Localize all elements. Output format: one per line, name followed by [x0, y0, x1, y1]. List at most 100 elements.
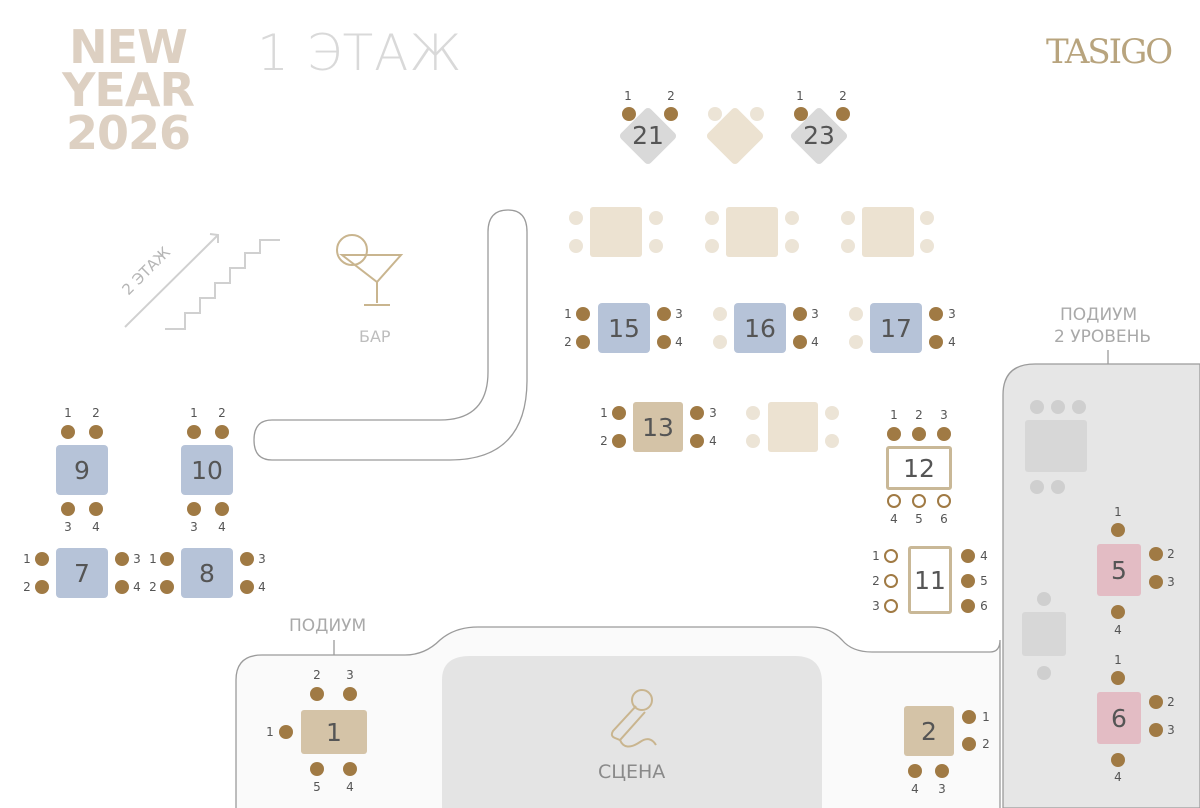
- seat[interactable]: [884, 549, 898, 563]
- seat[interactable]: [310, 762, 324, 776]
- table-unnumbered[interactable]: [768, 402, 818, 452]
- podium-label: ПОДИУМ: [289, 616, 367, 636]
- seat[interactable]: [35, 580, 49, 594]
- table-1[interactable]: 1: [301, 710, 367, 754]
- seat[interactable]: [908, 764, 922, 778]
- seat[interactable]: [690, 434, 704, 448]
- seat[interactable]: [884, 574, 898, 588]
- seat[interactable]: [160, 552, 174, 566]
- seat-number: 1: [600, 406, 608, 420]
- table-unnumbered[interactable]: [862, 207, 914, 257]
- seat[interactable]: [240, 552, 254, 566]
- table-unnumbered[interactable]: [726, 207, 778, 257]
- seat-number: 4: [911, 782, 919, 796]
- seat[interactable]: [612, 434, 626, 448]
- seat: [649, 239, 663, 253]
- table-13[interactable]: 13: [633, 402, 683, 452]
- table-11[interactable]: 11: [908, 546, 952, 614]
- seat[interactable]: [793, 307, 807, 321]
- seat[interactable]: [115, 552, 129, 566]
- seat[interactable]: [1149, 695, 1163, 709]
- seat-number: 2: [218, 406, 226, 420]
- seat[interactable]: [310, 687, 324, 701]
- seat[interactable]: [657, 307, 671, 321]
- seat[interactable]: [187, 425, 201, 439]
- seat[interactable]: [664, 107, 678, 121]
- seat[interactable]: [343, 687, 357, 701]
- seat[interactable]: [612, 406, 626, 420]
- seat-number: 4: [709, 434, 717, 448]
- seat[interactable]: [215, 425, 229, 439]
- seat-number: 4: [811, 335, 819, 349]
- seat[interactable]: [836, 107, 850, 121]
- seat[interactable]: [343, 762, 357, 776]
- seat[interactable]: [622, 107, 636, 121]
- table-7[interactable]: 7: [56, 548, 108, 598]
- seat[interactable]: [937, 427, 951, 441]
- table-5[interactable]: 5: [1097, 544, 1141, 596]
- seat-number: 4: [133, 580, 141, 594]
- seat[interactable]: [887, 494, 901, 508]
- seat[interactable]: [961, 549, 975, 563]
- table-17[interactable]: 17: [870, 303, 922, 353]
- seat[interactable]: [61, 425, 75, 439]
- seat[interactable]: [961, 574, 975, 588]
- table-16[interactable]: 16: [734, 303, 786, 353]
- seat[interactable]: [240, 580, 254, 594]
- table-6[interactable]: 6: [1097, 692, 1141, 744]
- seat-number: 1: [1114, 505, 1122, 519]
- seat: [1037, 592, 1051, 606]
- seat[interactable]: [576, 335, 590, 349]
- seat[interactable]: [912, 427, 926, 441]
- seat-number: 1: [1114, 653, 1122, 667]
- seat[interactable]: [160, 580, 174, 594]
- seat[interactable]: [912, 494, 926, 508]
- seat[interactable]: [1111, 671, 1125, 685]
- seat[interactable]: [961, 599, 975, 613]
- seat-number: 4: [258, 580, 266, 594]
- seat[interactable]: [657, 335, 671, 349]
- table-9[interactable]: 9: [56, 445, 108, 495]
- seat[interactable]: [794, 107, 808, 121]
- seat[interactable]: [61, 502, 75, 516]
- seat-number: 5: [915, 512, 923, 526]
- seat[interactable]: [1111, 523, 1125, 537]
- seat[interactable]: [887, 427, 901, 441]
- seat-number: 1: [149, 552, 157, 566]
- seat[interactable]: [1111, 605, 1125, 619]
- seat[interactable]: [89, 502, 103, 516]
- seat[interactable]: [35, 552, 49, 566]
- seat[interactable]: [929, 335, 943, 349]
- table-12[interactable]: 12: [886, 446, 952, 490]
- seat[interactable]: [1111, 753, 1125, 767]
- seat[interactable]: [1149, 575, 1163, 589]
- table-unnumbered-podium[interactable]: [1022, 612, 1066, 656]
- seat: [746, 434, 760, 448]
- seat[interactable]: [1149, 723, 1163, 737]
- seat-number: 4: [675, 335, 683, 349]
- table-unnumbered-podium[interactable]: [1025, 420, 1087, 472]
- seat-number: 2: [667, 89, 675, 103]
- seat[interactable]: [576, 307, 590, 321]
- table-8[interactable]: 8: [181, 548, 233, 598]
- seat[interactable]: [962, 737, 976, 751]
- seat[interactable]: [884, 599, 898, 613]
- table-10[interactable]: 10: [181, 445, 233, 495]
- seat[interactable]: [215, 502, 229, 516]
- seat[interactable]: [937, 494, 951, 508]
- seat[interactable]: [962, 710, 976, 724]
- seat[interactable]: [89, 425, 103, 439]
- seat[interactable]: [793, 335, 807, 349]
- table-unnumbered[interactable]: [590, 207, 642, 257]
- seat[interactable]: [187, 502, 201, 516]
- seat[interactable]: [690, 406, 704, 420]
- seat[interactable]: [1149, 547, 1163, 561]
- table-15[interactable]: 15: [598, 303, 650, 353]
- seat[interactable]: [935, 764, 949, 778]
- seat[interactable]: [279, 725, 293, 739]
- table-2[interactable]: 2: [904, 706, 954, 756]
- seat[interactable]: [115, 580, 129, 594]
- seat: [1037, 666, 1051, 680]
- seat-number: 3: [675, 307, 683, 321]
- seat[interactable]: [929, 307, 943, 321]
